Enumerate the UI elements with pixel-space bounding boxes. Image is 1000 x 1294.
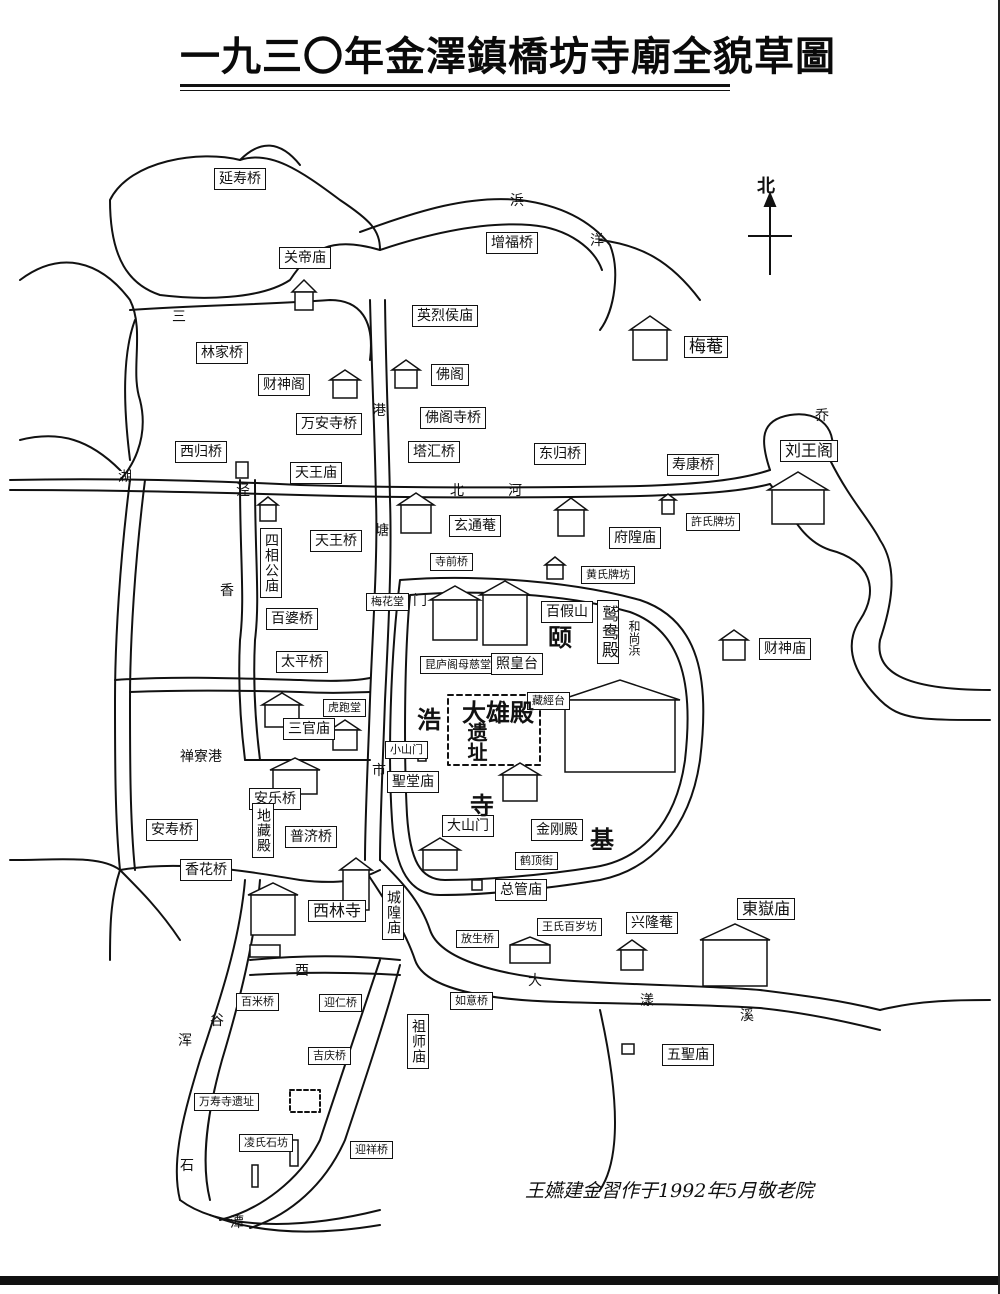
label-meihuatang: 梅花堂 — [366, 593, 409, 611]
label-chenghuangmiao: 城隍庙 — [382, 885, 404, 940]
label-xiaoshanmen: 小山门 — [385, 741, 428, 759]
label-guandimiao: 关帝庙 — [279, 247, 331, 269]
river-char: 三 — [172, 309, 186, 325]
daxiong-label: 大雄殿 — [462, 698, 534, 727]
label-linjiaqiao: 林家桥 — [196, 342, 248, 364]
label-xilinsi: 西林寺 — [308, 900, 367, 922]
label-meian: 梅菴 — [684, 336, 728, 358]
river-char: 湖 — [118, 469, 132, 485]
label-pujiqiao: 普济桥 — [285, 826, 337, 848]
label-foge: 佛阁 — [431, 364, 469, 386]
river-char: 谷 — [210, 1013, 224, 1029]
label-jiqingqiao: 吉庆桥 — [308, 1047, 351, 1065]
north-arrow-label: 北 — [757, 176, 775, 197]
label-baijiashan: 百假山 — [541, 601, 593, 623]
label-dizangdian: 地藏殿 — [252, 803, 274, 858]
label-jingangdian: 金刚殿 — [531, 819, 583, 841]
yizhi-label: 遗址 — [464, 722, 488, 762]
label-zhanjingtai: 藏經台 — [527, 692, 570, 710]
scan-right-edge — [998, 0, 1000, 1294]
label-wangshibaiyifang: 王氏百岁坊 — [537, 918, 602, 936]
title-underline-thin — [180, 90, 730, 91]
river-char: 石 — [180, 1158, 194, 1174]
label-huangshipaifang: 黄氏牌坊 — [581, 566, 635, 584]
label-kunlucijitang: 昆庐阁母慈堂 — [420, 656, 496, 674]
river-char: 溪 — [740, 1008, 754, 1024]
si-character: 寺 — [470, 791, 494, 820]
label-zhaohuangtai: 照皇台 — [491, 653, 543, 675]
river-char: 西 — [295, 963, 309, 979]
river-char: 洋 — [590, 233, 604, 249]
label-zonggongmiao: 总管庙 — [495, 879, 547, 901]
label-shengtangmiao: 聖堂庙 — [387, 771, 439, 793]
label-fangshengqiao: 放生桥 — [456, 930, 499, 948]
river-char: 浑 — [178, 1033, 192, 1049]
yi-character: 颐 — [548, 623, 572, 652]
river-char: 市 — [372, 763, 386, 779]
label-xuanduanan: 玄通菴 — [449, 515, 501, 537]
label-yingrenqiao: 迎仁桥 — [319, 994, 362, 1012]
label-dongyuemiao: 東嶽庙 — [737, 898, 796, 920]
label-wushengmiao: 五聖庙 — [662, 1044, 714, 1066]
river-char: 浜 — [510, 193, 524, 209]
label-zushimiao: 祖师庙 — [407, 1014, 429, 1069]
label-wananqiao: 万安寺桥 — [296, 413, 362, 435]
title-underline — [180, 84, 730, 87]
river-char: 大 — [528, 973, 542, 989]
river-char: 泾 — [236, 483, 250, 499]
label-fogesiqiao: 佛阁寺桥 — [420, 407, 486, 429]
river-char: 潭 — [230, 1215, 244, 1231]
label-lingguanshifang: 凌氏石坊 — [239, 1134, 293, 1152]
river-char: 门 — [413, 593, 427, 609]
river-char: 漾 — [640, 993, 654, 1009]
river-char: 乔 — [815, 408, 829, 424]
label-simenqiao: 寺前桥 — [430, 553, 473, 571]
label-tianwangqiao: 天王桥 — [310, 530, 362, 552]
label-yingxiangqiao: 迎祥桥 — [350, 1141, 393, 1159]
author-credit: 王嬿建金習作于1992年5月敬老院 — [525, 1180, 814, 1202]
ji-character: 基 — [590, 825, 614, 854]
label-xushipaifang: 許氏牌坊 — [686, 513, 740, 531]
label-baipoqiao: 百婆桥 — [266, 608, 318, 630]
label-tahuiqiao: 塔汇桥 — [408, 441, 460, 463]
label-sanguanmiao: 三官庙 — [283, 718, 335, 740]
label-zengfuqiao: 增福桥 — [486, 232, 538, 254]
label-fuhuangmiao: 府隍庙 — [609, 527, 661, 549]
label-shoukangqiao: 寿康桥 — [667, 454, 719, 476]
label-xinglongan: 兴隆菴 — [626, 912, 678, 934]
river-char: 港 — [372, 403, 386, 419]
label-jiujingdian: 鹫鸯殿 — [597, 600, 619, 664]
label-wanshousiyizhi: 万寿寺遗址 — [194, 1093, 259, 1111]
label-taipingqiao: 太平桥 — [276, 651, 328, 673]
label-dongguiqiao: 东归桥 — [534, 443, 586, 465]
label-huqiaotang: 虎跑堂 — [323, 699, 366, 717]
label-helujie: 鹤顶街 — [515, 852, 558, 870]
river-char: 北 — [450, 483, 464, 499]
label-sishengmiao: 四相公庙 — [260, 528, 282, 598]
label-ruyiqiao: 如意桥 — [450, 992, 493, 1010]
label-anshouqiao: 安寿桥 — [146, 819, 198, 841]
river-char: 香 — [220, 583, 234, 599]
label-yinglieyoumiao: 英烈侯庙 — [412, 305, 478, 327]
label-caishenge: 财神阁 — [258, 374, 310, 396]
scan-bottom-bar — [0, 1276, 1000, 1285]
river-char: 禅寮港 — [180, 749, 222, 765]
river-char: 和尚浜 — [627, 620, 641, 656]
map-title: 一九三〇年金澤鎮橋坊寺廟全貌草圖 — [180, 33, 836, 80]
label-xianghuaqiao: 香花桥 — [180, 859, 232, 881]
hao-character: 浩 — [417, 705, 441, 734]
label-xiguiqiao: 西归桥 — [175, 441, 227, 463]
river-char: 河 — [508, 483, 522, 499]
label-liuwangmiao: 刘王阁 — [780, 440, 839, 462]
label-dashanmen: 大山门 — [442, 815, 494, 837]
label-tianwangmiao: 天王庙 — [290, 462, 342, 484]
label-baimiqiao: 百米桥 — [236, 993, 279, 1011]
river-char: 塘 — [375, 523, 389, 539]
label-caishenmiao2: 财神庙 — [759, 638, 811, 660]
label-yanshouqiao: 延寿桥 — [214, 168, 266, 190]
